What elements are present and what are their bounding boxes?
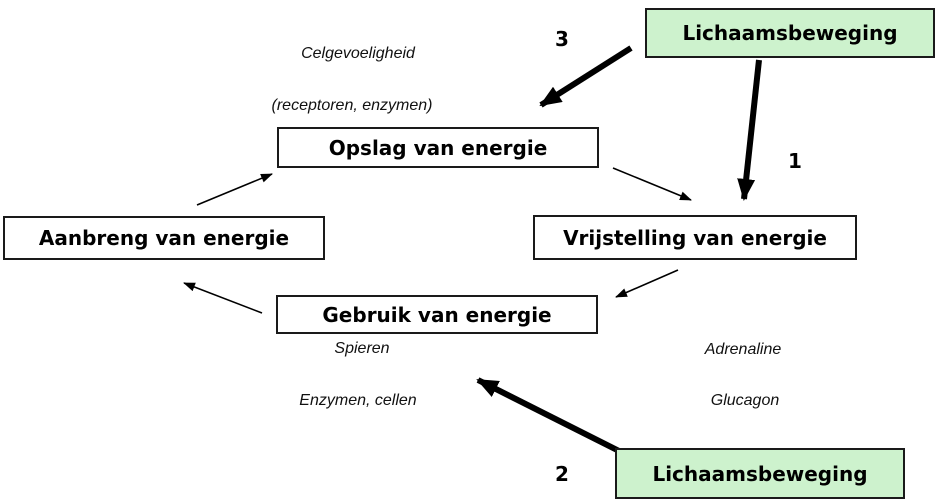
note-receptoren-enzymen: (receptoren, enzymen): [271, 97, 433, 114]
arrow-number-3: 3: [555, 27, 569, 51]
box-gebruik-van-energie: Gebruik van energie: [276, 295, 598, 334]
note-glucagon: Glucagon: [710, 392, 780, 409]
note-spieren: Spieren: [334, 340, 390, 357]
arrow-gebruik-to-aanbreng: [183, 282, 263, 314]
box-lichaamsbeweging-top-label: Lichaamsbeweging: [682, 21, 898, 45]
note-celgevoeligheid: Celgevoeligheid: [301, 45, 415, 62]
box-lichaamsbeweging-bottom: Lichaamsbeweging: [615, 448, 905, 499]
box-opslag-van-energie: Opslag van energie: [277, 127, 599, 168]
box-gebruik-label: Gebruik van energie: [322, 302, 552, 327]
note-adrenaline: Adrenaline: [704, 341, 782, 358]
box-lichaamsbeweging-bottom-label: Lichaamsbeweging: [652, 461, 868, 486]
box-vrijstelling-label: Vrijstelling van energie: [563, 225, 827, 250]
arrow-3-lichaamsbeweging-to-opslag: [539, 45, 633, 108]
arrow-2-lichaamsbeweging-to-gebruik: [476, 377, 633, 460]
arrow-number-1: 1: [788, 149, 802, 173]
box-aanbreng-label: Aanbreng van energie: [38, 226, 290, 250]
arrow-opslag-to-vrijstelling: [612, 167, 692, 201]
box-aanbreng-van-energie: Aanbreng van energie: [3, 216, 325, 260]
arrow-number-2: 2: [555, 462, 569, 486]
box-vrijstelling-van-energie: Vrijstelling van energie: [533, 215, 857, 260]
note-enzymen-cellen: Enzymen, cellen: [299, 392, 417, 409]
arrow-aanbreng-to-opslag: [196, 173, 273, 206]
box-lichaamsbeweging-top: Lichaamsbeweging: [645, 8, 935, 58]
arrow-vrijstelling-to-gebruik: [615, 269, 679, 298]
box-opslag-label: Opslag van energie: [328, 135, 548, 160]
arrow-1-lichaamsbeweging-to-vrijstelling: [737, 59, 762, 201]
